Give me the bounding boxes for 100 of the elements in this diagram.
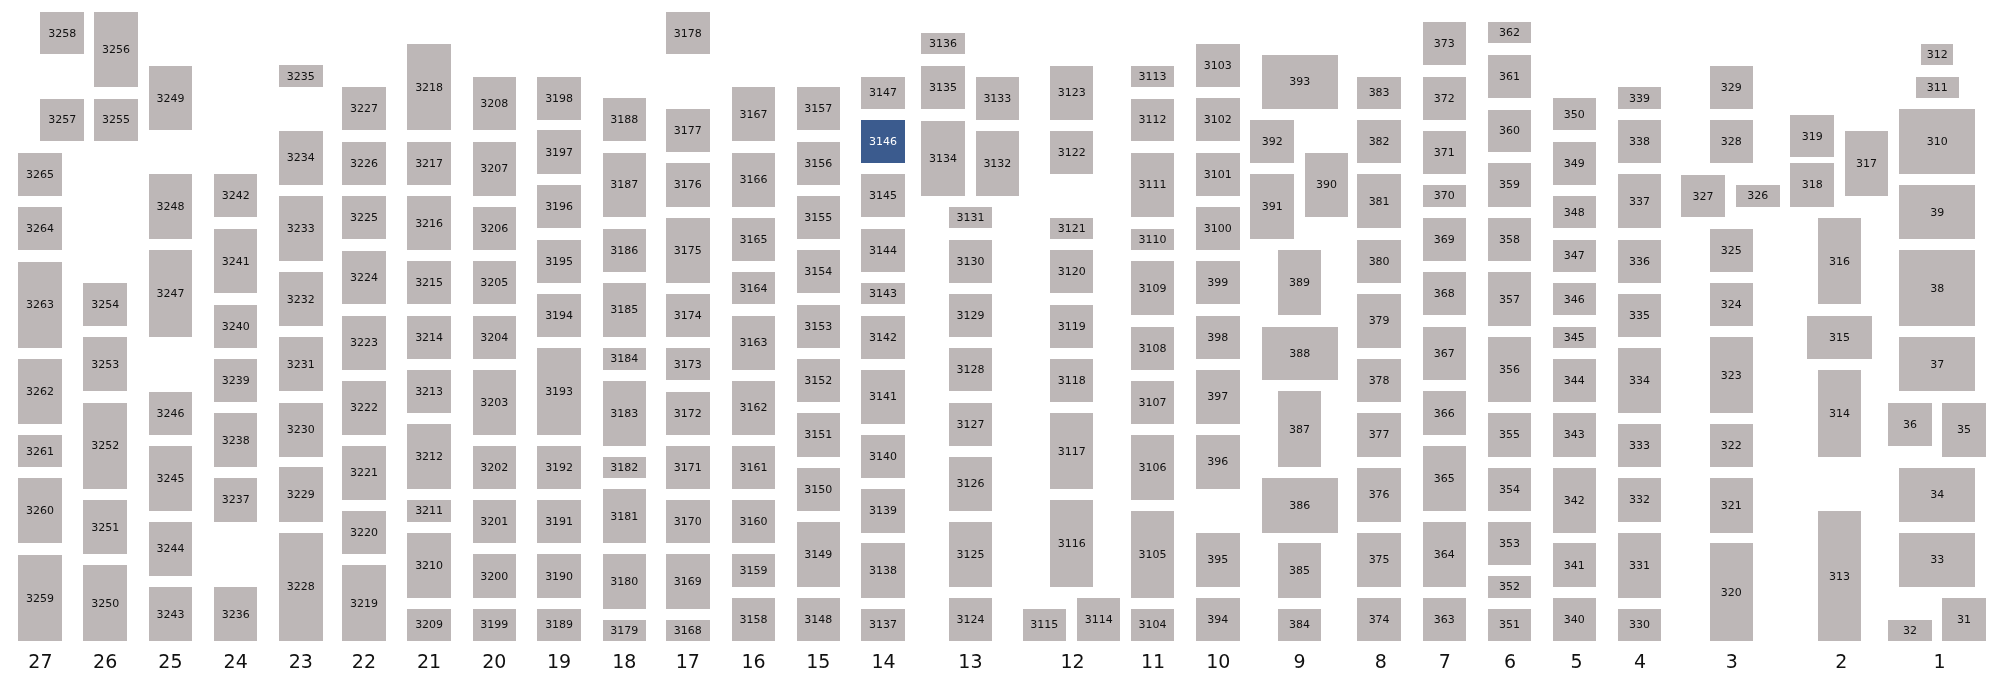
unit-block: 338	[1617, 120, 1662, 163]
unit-block: 3169	[666, 554, 710, 609]
unit-block: 3159	[731, 554, 776, 587]
unit-block: 374	[1357, 597, 1401, 642]
row-number: 11	[1140, 650, 1166, 672]
unit-block: 392	[1250, 120, 1294, 163]
unit-block: 324	[1709, 283, 1754, 327]
unit-block: 3176	[666, 163, 710, 207]
unit-block: 3253	[83, 337, 127, 392]
unit-block: 34	[1899, 467, 1976, 522]
unit-block: 3180	[602, 554, 647, 609]
unit-block: 36	[1888, 402, 1932, 446]
unit-block: 313	[1817, 511, 1862, 642]
unit-block: 341	[1552, 543, 1597, 587]
unit-block: 337	[1617, 174, 1662, 229]
unit-block: 3236	[213, 586, 258, 642]
unit-block: 3111	[1130, 152, 1175, 218]
unit-block: 3149	[796, 521, 840, 587]
row-number: 27	[28, 650, 53, 672]
unit-block: 385	[1277, 543, 1322, 598]
unit-block: 383	[1357, 76, 1401, 109]
unit-block: 3192	[537, 445, 581, 490]
unit-block: 3107	[1130, 380, 1175, 424]
unit-block: 317	[1844, 130, 1889, 196]
unit-block: 3186	[602, 228, 647, 272]
row-number: 22	[351, 650, 376, 672]
unit-block: 3233	[279, 195, 323, 261]
unit-block: 3202	[472, 445, 517, 490]
unit-block: 326	[1736, 185, 1780, 207]
unit-block: 373	[1422, 22, 1467, 66]
unit-block: 3131	[948, 206, 993, 229]
unit-block: 3130	[948, 239, 993, 283]
unit-block: 339	[1617, 87, 1662, 109]
unit-block: 3191	[537, 500, 581, 544]
unit-block: 389	[1277, 250, 1322, 316]
unit-block: 3175	[666, 217, 710, 283]
unit-block: 3212	[407, 423, 451, 490]
unit-block: 356	[1487, 337, 1532, 403]
unit-block: 3147	[861, 76, 905, 109]
unit-block: 3184	[602, 347, 647, 370]
unit-block: 3174	[666, 293, 710, 337]
unit-block: 358	[1487, 217, 1532, 261]
unit-block: 397	[1196, 370, 1240, 424]
unit-block: 3125	[948, 521, 993, 587]
unit-block: 3263	[18, 261, 62, 348]
unit-block: 3256	[94, 11, 138, 87]
unit-block: 3260	[18, 478, 62, 544]
unit-block: 376	[1357, 467, 1401, 522]
row-number: 26	[93, 650, 118, 672]
unit-block: 362	[1487, 22, 1532, 44]
unit-block: 3187	[602, 152, 647, 218]
unit-block: 3246	[148, 391, 193, 435]
unit-block: 382	[1357, 120, 1401, 164]
row-number: 7	[1438, 650, 1451, 672]
unit-block: 3119	[1050, 304, 1094, 348]
unit-block: 3171	[666, 445, 710, 490]
unit-block: 3178	[666, 11, 710, 55]
unit-block: 3221	[342, 445, 386, 500]
unit-block: 327	[1681, 174, 1725, 218]
unit-block: 321	[1709, 478, 1754, 533]
row-number: 16	[741, 650, 766, 672]
unit-block: 3158	[731, 597, 776, 642]
unit-block: 3133	[975, 76, 1020, 120]
unit-block: 312	[1920, 43, 1954, 66]
unit-block: 364	[1422, 521, 1467, 587]
unit-block: 3262	[18, 358, 62, 424]
unit-block: 3150	[796, 467, 840, 511]
unit-block: 3242	[213, 173, 258, 218]
unit-block: 3104	[1130, 608, 1175, 642]
unit-block: 346	[1552, 283, 1597, 316]
unit-block: 340	[1552, 597, 1597, 642]
unit-block: 343	[1552, 413, 1597, 457]
row-number: 13	[958, 650, 983, 672]
unit-block: 316	[1817, 217, 1862, 305]
unit-block: 3247	[148, 250, 193, 337]
row-number: 6	[1503, 650, 1517, 672]
unit-block: 3190	[537, 554, 581, 598]
unit-block: 3206	[472, 206, 517, 250]
unit-block: 3264	[18, 207, 62, 250]
unit-block: 3166	[731, 152, 776, 207]
unit-block: 3234	[279, 130, 323, 185]
unit-block: 3112	[1130, 98, 1175, 142]
unit-block: 344	[1552, 359, 1597, 403]
unit-block: 3153	[796, 304, 840, 348]
unit-block: 371	[1422, 131, 1467, 174]
unit-block: 3109	[1130, 261, 1175, 316]
unit-block: 3222	[342, 380, 386, 435]
unit-block: 3200	[472, 554, 517, 598]
unit-block: 3223	[342, 315, 386, 370]
unit-block: 3100	[1196, 206, 1240, 250]
unit-block: 3193	[537, 348, 581, 435]
row-number: 20	[482, 650, 507, 672]
unit-block: 3228	[279, 532, 323, 642]
unit-block: 3140	[861, 435, 905, 479]
unit-block: 38	[1899, 250, 1976, 327]
unit-block: 3145	[861, 174, 905, 218]
unit-block: 342	[1552, 467, 1597, 533]
unit-block: 3126	[948, 456, 993, 511]
row-number: 15	[806, 650, 831, 672]
unit-block: 39	[1899, 185, 1976, 240]
